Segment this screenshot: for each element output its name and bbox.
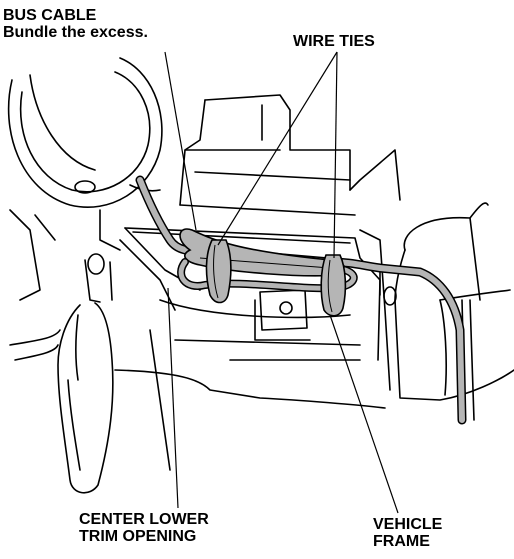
right-panel-drawing xyxy=(359,202,514,421)
bus-cable-title: BUS CABLE xyxy=(3,7,97,24)
frame-bracket-drawing xyxy=(254,289,311,341)
center-lower-line2: TRIM OPENING xyxy=(79,528,197,545)
leader-center-lower xyxy=(167,287,179,509)
bus-cable-label: BUS CABLE Bundle the excess. xyxy=(3,7,148,41)
leader-wire-tie-right xyxy=(333,51,338,259)
center-lower-line1: CENTER LOWER xyxy=(79,511,209,528)
leader-bus-cable xyxy=(164,51,197,231)
dash-panel-drawing xyxy=(179,94,401,216)
lower-body-drawing xyxy=(9,209,386,471)
steering-column-drawing xyxy=(7,57,163,251)
vehicle-frame-line1: VEHICLE xyxy=(373,516,443,533)
bus-cable-drawing xyxy=(135,175,467,425)
wire-ties-label: WIRE TIES xyxy=(293,33,375,50)
vehicle-frame-line2: FRAME xyxy=(373,533,430,550)
leader-wire-tie-left xyxy=(217,51,338,246)
leader-vehicle-frame xyxy=(329,314,399,514)
wire-tie-right-drawing xyxy=(320,254,347,317)
bus-cable-note: Bundle the excess. xyxy=(3,24,148,41)
wire-tie-left-drawing xyxy=(205,239,232,304)
vehicle-frame-label: VEHICLE FRAME xyxy=(373,516,442,550)
center-lower-trim-opening-label: CENTER LOWER TRIM OPENING xyxy=(79,511,209,545)
leader-lines xyxy=(164,51,399,514)
shift-knob-drawing xyxy=(57,302,114,494)
